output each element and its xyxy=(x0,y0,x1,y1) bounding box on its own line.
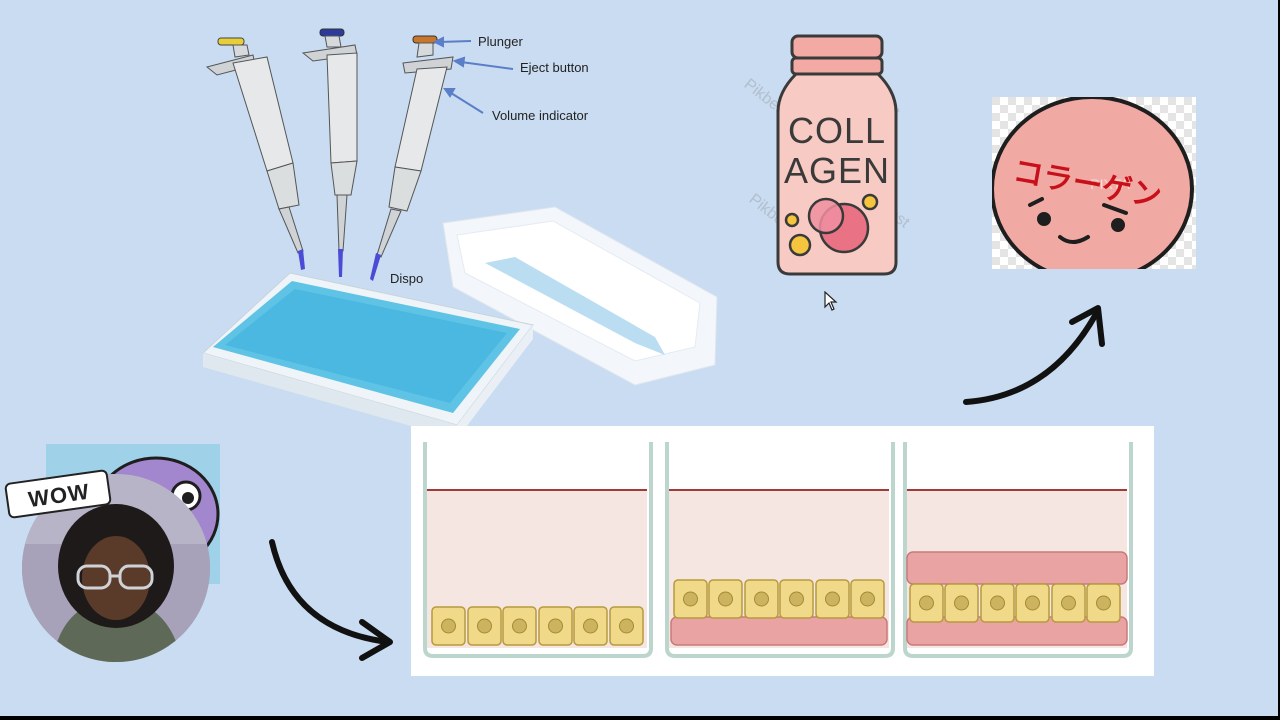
well-stage-3 xyxy=(903,442,1133,658)
mouse-cursor-icon xyxy=(824,291,838,311)
culture-wells xyxy=(423,442,1133,658)
volume-indicator-label: Volume indicator xyxy=(492,108,589,123)
pipette-middle xyxy=(301,28,358,277)
collagen-bottle xyxy=(776,34,898,276)
disposable-tip-label-partial: Dispo xyxy=(390,271,424,286)
bottle-label-line1: COLL xyxy=(787,110,887,151)
bottle-label-line2: AGEN xyxy=(783,150,891,191)
reagent-reservoir xyxy=(442,206,718,386)
plunger-label: Plunger xyxy=(478,34,523,49)
well-stage-1 xyxy=(423,442,653,658)
pipette-illustration xyxy=(202,28,718,435)
collagen-bubbles xyxy=(784,193,879,257)
sticker-face xyxy=(1028,197,1128,244)
collagen-sticker: PIXTA xyxy=(992,97,1196,269)
curved-arrow-right-icon xyxy=(269,539,393,661)
pipette-left xyxy=(205,37,305,270)
wow-text: WOW xyxy=(26,478,92,513)
collagen-layer xyxy=(670,616,888,646)
cell-layer-diagram xyxy=(411,426,1154,676)
well-plate-96 xyxy=(202,272,534,435)
pipette-right xyxy=(370,35,454,281)
pixta-watermark: PIXTA xyxy=(1090,176,1130,192)
well-stage-2 xyxy=(665,442,895,658)
label-arrows xyxy=(432,36,514,114)
eject-button-label: Eject button xyxy=(520,60,589,75)
collagen-layer-top xyxy=(906,551,1128,585)
curved-arrow-up-icon xyxy=(963,305,1105,405)
